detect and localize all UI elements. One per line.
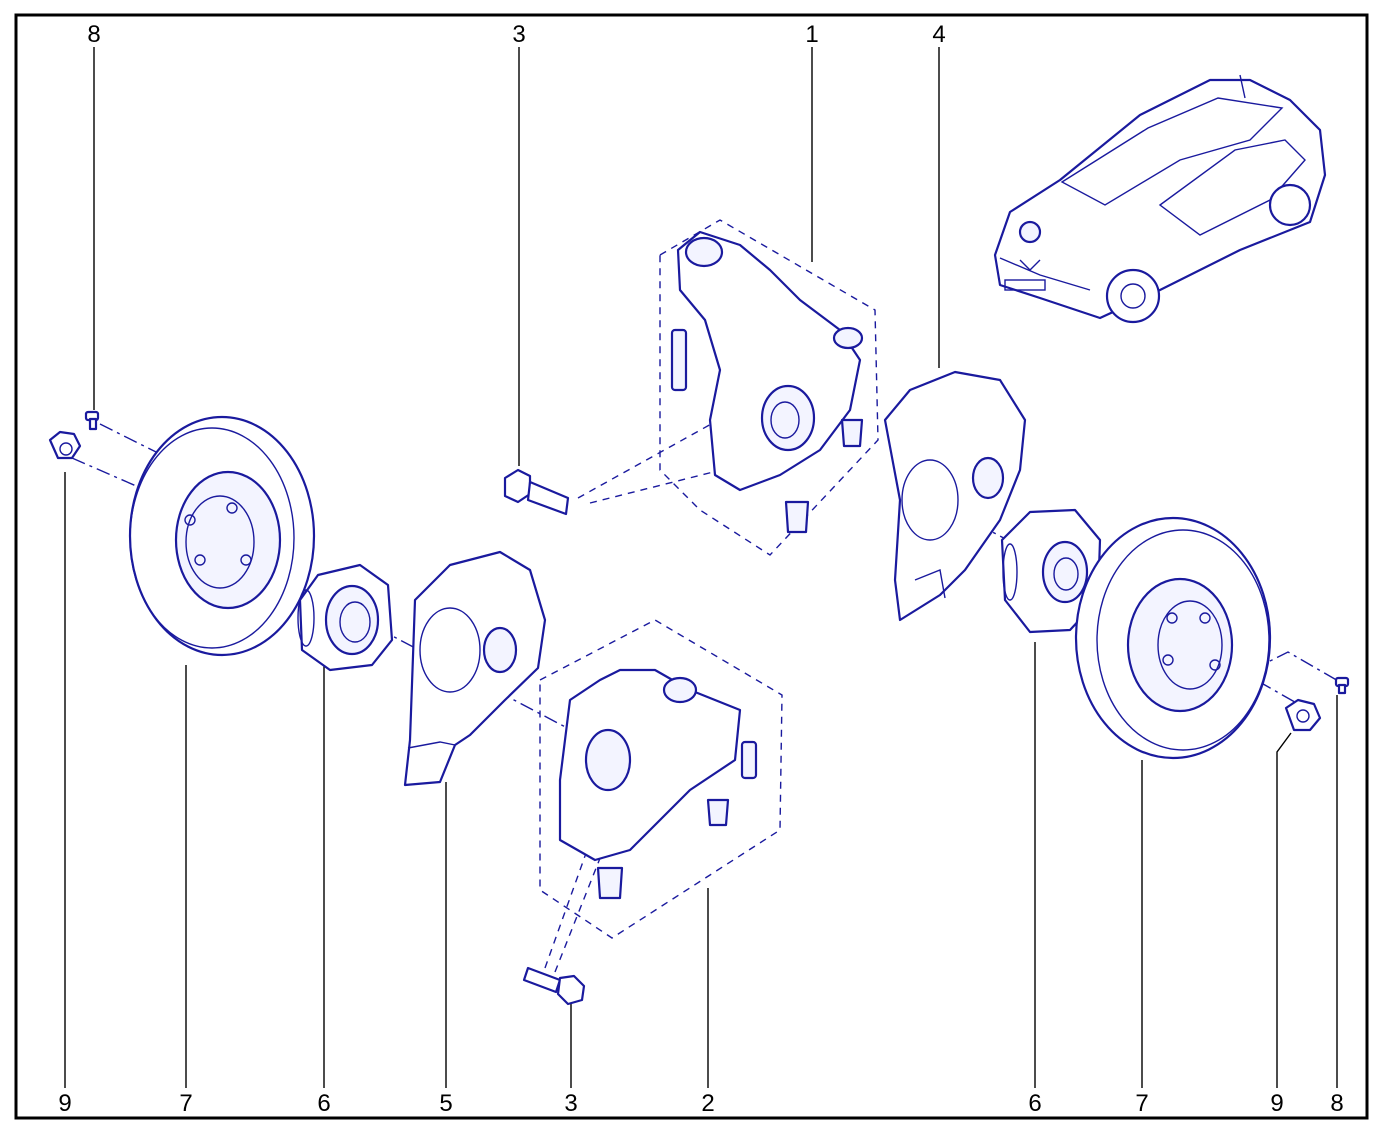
callout-top-3: 3 <box>512 21 525 48</box>
wheel-hub-bearing-left <box>297 563 394 672</box>
bolt-lower <box>522 966 586 1006</box>
screw-left <box>84 410 100 431</box>
callout-bottom-3: 3 <box>564 1090 577 1117</box>
steering-knuckle-upper <box>659 219 879 556</box>
bolt-upper <box>503 468 570 516</box>
callout-bottom-5: 5 <box>439 1090 452 1117</box>
callout-top-1: 1 <box>805 21 818 48</box>
top-callouts: 8 3 1 4 <box>87 21 945 48</box>
hub-nut-left <box>48 430 82 460</box>
brake-shield-left <box>403 550 547 787</box>
car-front-wheel <box>1105 268 1161 324</box>
callout-top-8: 8 <box>87 21 100 48</box>
car-icon <box>993 74 1327 324</box>
callout-bottom-2: 2 <box>701 1090 714 1117</box>
car-rear-wheel <box>1268 183 1312 227</box>
brake-shield-right <box>883 370 1027 622</box>
wheel-hub-bearing-right <box>1000 508 1102 634</box>
hub-nut-right <box>1284 698 1322 732</box>
brake-disc-right <box>1074 516 1272 760</box>
steering-knuckle-lower <box>539 619 783 939</box>
leader-lines <box>64 47 1338 1088</box>
callout-bottom-7-right: 7 <box>1135 1090 1148 1117</box>
callout-bottom-8-right: 8 <box>1330 1090 1343 1117</box>
callout-bottom-6-right: 6 <box>1028 1090 1041 1117</box>
diagram-frame <box>14 13 1369 1120</box>
callout-bottom-7-left: 7 <box>179 1090 192 1117</box>
callout-top-4: 4 <box>932 21 945 48</box>
bottom-callouts: 9 7 6 5 3 2 6 7 9 8 <box>58 1090 1343 1117</box>
screw-right <box>1334 676 1350 695</box>
brake-disc-left <box>128 415 316 657</box>
callout-bottom-9-right: 9 <box>1270 1090 1283 1117</box>
callout-bottom-6-left: 6 <box>317 1090 330 1117</box>
callout-bottom-9-left: 9 <box>58 1090 71 1117</box>
